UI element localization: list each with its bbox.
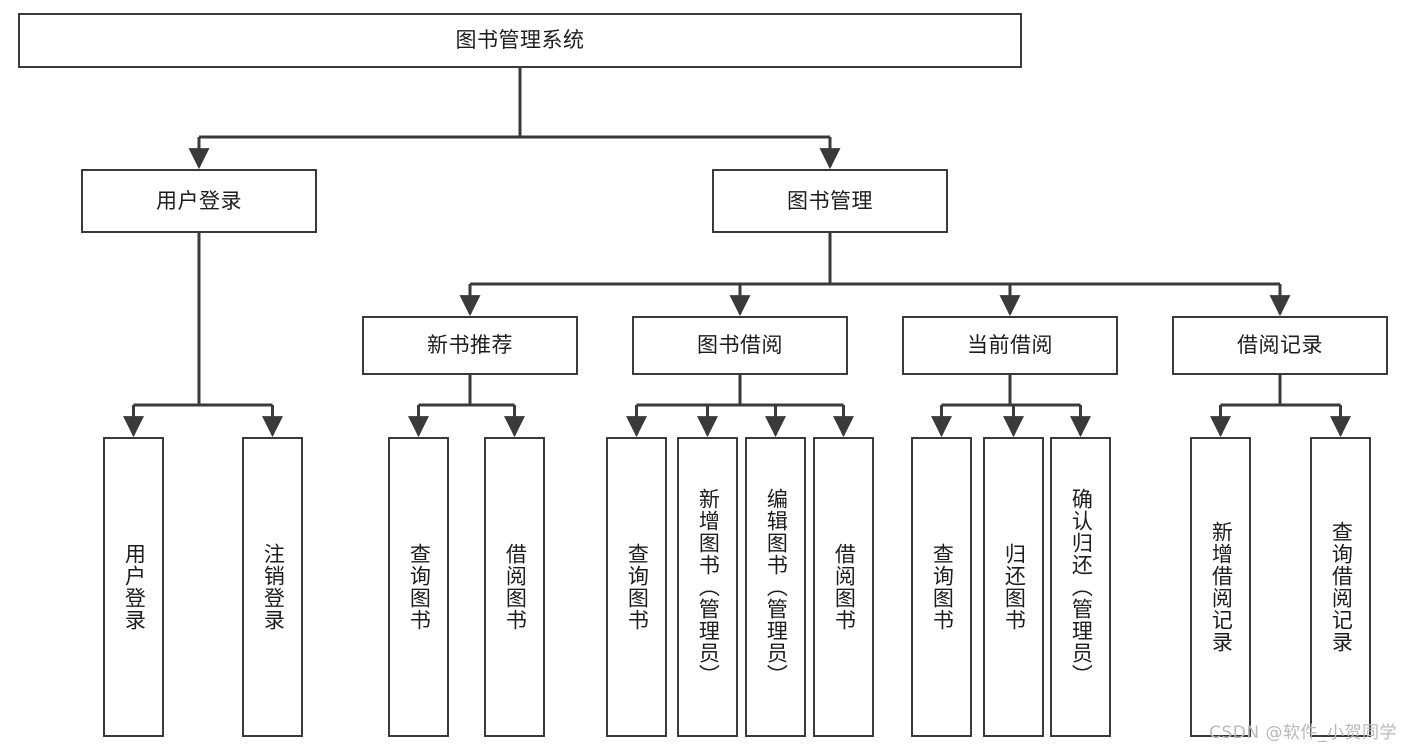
node-label-current-borrow: 当前借阅: [967, 333, 1053, 358]
node-leaf-borrow-book-2[interactable]: 借阅图书: [813, 437, 874, 737]
node-label-leaf-query-book-1: 查询图书: [407, 543, 432, 631]
node-root[interactable]: 图书管理系统: [18, 13, 1022, 68]
node-label-leaf-user-logout: 注销登录: [261, 543, 286, 631]
node-label-new-book-rec: 新书推荐: [427, 333, 513, 358]
node-label-leaf-return-book: 归还图书: [1002, 543, 1027, 631]
node-leaf-user-login[interactable]: 用户登录: [103, 437, 164, 737]
node-leaf-query-book-3[interactable]: 查询图书: [911, 437, 972, 737]
node-leaf-query-record[interactable]: 查询借阅记录: [1310, 437, 1371, 737]
watermark-label: CSDN @软件_小贺同学: [1209, 723, 1397, 743]
node-book-borrow[interactable]: 图书借阅: [632, 316, 848, 375]
node-label-borrow-record: 借阅记录: [1237, 333, 1323, 358]
node-label-leaf-add-record: 新增借阅记录: [1209, 521, 1234, 653]
node-current-borrow[interactable]: 当前借阅: [902, 316, 1118, 375]
node-user-login[interactable]: 用户登录: [81, 169, 317, 233]
node-label-leaf-query-record: 查询借阅记录: [1329, 521, 1354, 653]
node-leaf-add-book[interactable]: 新增图书（管理员）: [677, 437, 738, 737]
node-leaf-borrow-book-1[interactable]: 借阅图书: [484, 437, 545, 737]
node-label-root: 图书管理系统: [455, 28, 585, 53]
node-leaf-user-logout[interactable]: 注销登录: [242, 437, 303, 737]
node-label-leaf-borrow-book-2: 借阅图书: [832, 543, 857, 631]
node-label-leaf-add-book: 新增图书（管理员）: [696, 488, 721, 686]
node-label-leaf-user-login: 用户登录: [122, 543, 147, 631]
node-label-leaf-edit-book: 编辑图书（管理员）: [764, 488, 789, 686]
node-label-book-manage: 图书管理: [787, 188, 873, 213]
node-label-leaf-query-book-3: 查询图书: [930, 543, 955, 631]
node-label-user-login: 用户登录: [156, 188, 242, 213]
node-leaf-query-book-2[interactable]: 查询图书: [606, 437, 667, 737]
node-leaf-return-book[interactable]: 归还图书: [983, 437, 1044, 737]
node-leaf-query-book-1[interactable]: 查询图书: [388, 437, 449, 737]
node-label-leaf-confirm-return: 确认归还（管理员）: [1069, 488, 1094, 686]
node-label-leaf-borrow-book-1: 借阅图书: [503, 543, 528, 631]
node-leaf-confirm-return[interactable]: 确认归还（管理员）: [1050, 437, 1111, 737]
node-borrow-record[interactable]: 借阅记录: [1172, 316, 1388, 375]
node-label-leaf-query-book-2: 查询图书: [625, 543, 650, 631]
node-label-book-borrow: 图书借阅: [697, 333, 783, 358]
node-new-book-rec[interactable]: 新书推荐: [362, 316, 578, 375]
node-book-manage[interactable]: 图书管理: [712, 169, 948, 233]
node-leaf-edit-book[interactable]: 编辑图书（管理员）: [745, 437, 806, 737]
node-leaf-add-record[interactable]: 新增借阅记录: [1190, 437, 1251, 737]
